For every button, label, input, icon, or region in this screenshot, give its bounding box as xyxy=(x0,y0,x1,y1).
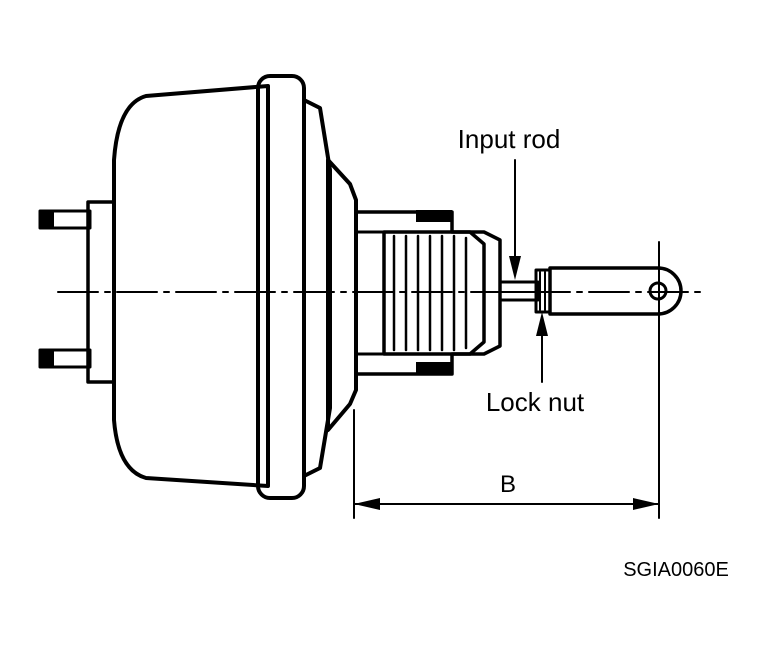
input-rod-label: Input rod xyxy=(458,124,561,154)
lock-nut-leader xyxy=(536,312,548,383)
mounting-stud-lower xyxy=(38,348,92,369)
dimension-b-label: B xyxy=(500,471,516,498)
lock-nut-label: Lock nut xyxy=(486,387,585,417)
clevis xyxy=(548,266,683,316)
rubber-boot xyxy=(382,230,486,356)
input-rod-leader xyxy=(509,159,521,280)
figure-code: SGIA0060E xyxy=(623,559,729,581)
dimension-line-b xyxy=(353,498,660,510)
booster-shell xyxy=(112,84,270,488)
front-cover xyxy=(326,158,358,432)
mounting-stud-upper xyxy=(38,209,92,230)
shell-flange xyxy=(256,74,306,500)
input-rod xyxy=(498,280,540,302)
